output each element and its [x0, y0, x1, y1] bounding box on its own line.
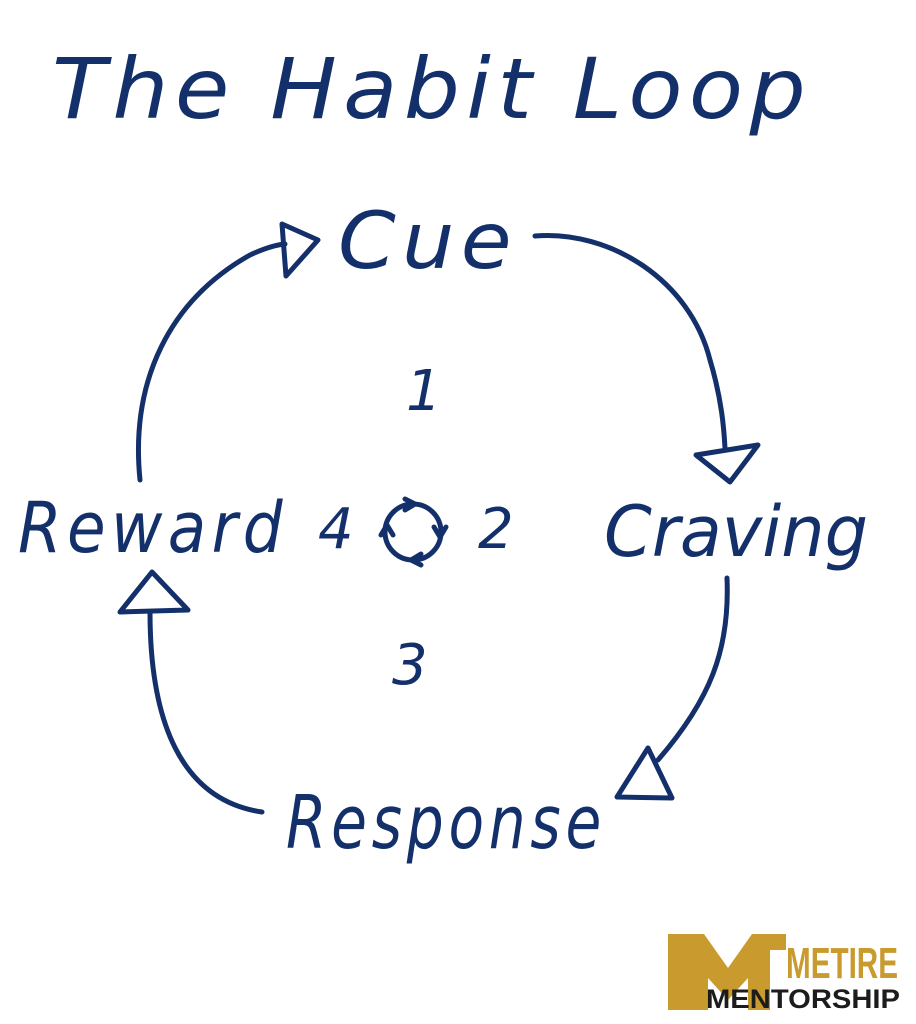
- arrow-cue-to-craving: [532, 233, 761, 485]
- stage-label-reward: Reward: [18, 487, 288, 569]
- arrow-response-to-reward: [117, 569, 265, 815]
- logo-line-2: MENTORSHIP: [706, 984, 900, 1014]
- metire-mentorship-logo: METIRE MENTORSHIP: [668, 934, 900, 1014]
- logo-line-1: METIRE: [786, 939, 898, 988]
- stage-label-craving: Craving: [604, 491, 868, 573]
- logo-m-mark-icon: [668, 934, 786, 1010]
- diagram-title: The Habit Loop: [52, 40, 812, 138]
- arrow-craving-to-response: [614, 575, 730, 801]
- step-number-3: 3: [392, 633, 428, 698]
- stage-label-cue: Cue: [338, 197, 518, 287]
- step-number-2: 2: [478, 497, 514, 562]
- arrow-reward-to-cue: [136, 221, 321, 483]
- center-cycle-icon: [378, 496, 449, 568]
- step-number-4: 4: [318, 497, 354, 562]
- step-number-1: 1: [406, 359, 442, 424]
- stage-label-response: Response: [286, 780, 606, 866]
